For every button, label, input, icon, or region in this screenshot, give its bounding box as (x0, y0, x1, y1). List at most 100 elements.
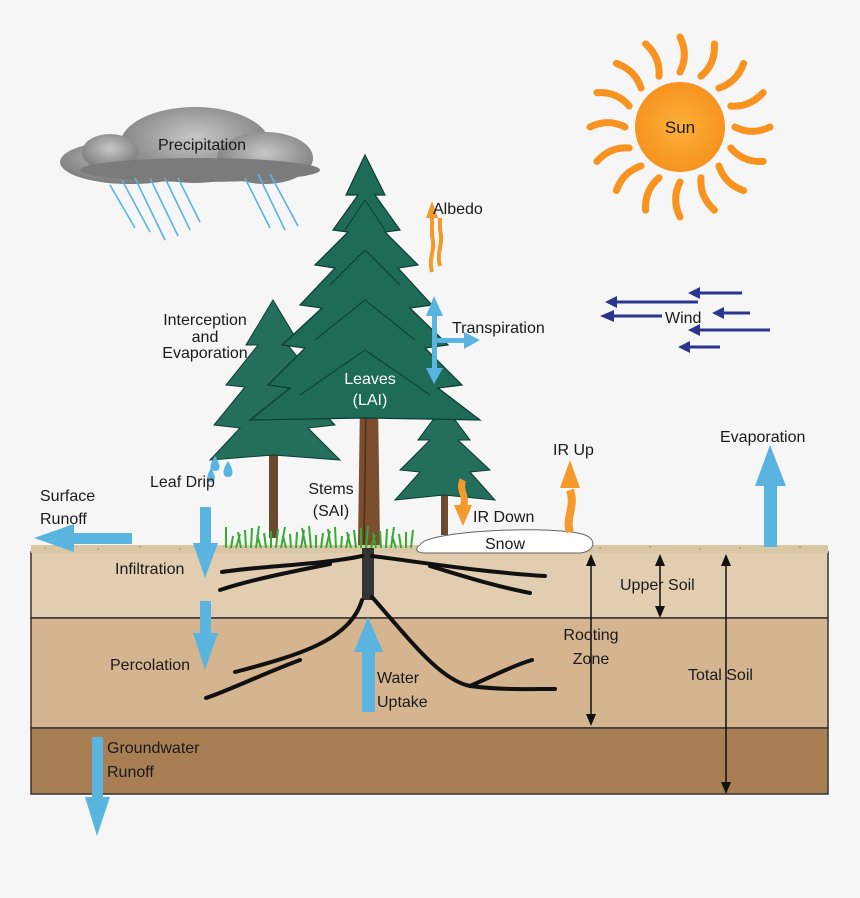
groundwater-runoff-label-line1: Groundwater (107, 740, 200, 757)
grass-blade (410, 529, 414, 549)
transpiration-label: Transpiration (452, 320, 545, 337)
interception-label-line2: and (192, 329, 219, 346)
grass-blade (235, 533, 241, 549)
snow-pack: Snow (416, 529, 594, 554)
stems-label-line1: Stems (308, 481, 353, 498)
snow-label: Snow (485, 536, 525, 553)
roots (204, 548, 557, 700)
total-soil-label: Total Soil (688, 667, 753, 684)
sun-ray (593, 89, 633, 110)
percolation-label: Percolation (110, 657, 190, 674)
grass-blade (256, 534, 262, 549)
surface-runoff-arrow (34, 524, 132, 552)
percolation-arrow (193, 601, 218, 670)
infiltration-arrow (193, 507, 218, 578)
grass-blade (340, 535, 343, 549)
grass-blade (295, 531, 298, 549)
grass-blade (370, 534, 376, 549)
leaves-label-line1: Leaves (344, 371, 396, 388)
ground-speckles (44, 546, 801, 550)
evaporation-label: Evaporation (720, 429, 805, 446)
infiltration-label: Infiltration (115, 561, 184, 578)
grass-blade (391, 535, 397, 549)
tree-main (248, 153, 482, 546)
grass-blade (282, 535, 287, 549)
water-uptake-label-line1: Water (377, 670, 420, 687)
ir-up-arrow (560, 460, 580, 534)
sun-ray (593, 144, 633, 165)
wind-arrows (600, 287, 770, 353)
ir-up-label: IR Up (553, 442, 594, 459)
rooting-zone-dimension (586, 554, 596, 726)
grass-blade (275, 528, 279, 549)
water-arrows (34, 296, 786, 836)
sun: Sun (586, 33, 774, 221)
sun-label: Sun (665, 118, 695, 137)
sun-ray (697, 40, 718, 80)
labels: Albedo Transpiration Interception and Ev… (40, 201, 805, 781)
grass-blade (379, 530, 382, 549)
wind-label: Wind (665, 310, 701, 327)
evaporation-arrow (755, 445, 786, 547)
transpiration-arrows (426, 296, 480, 384)
grass-blade (230, 535, 234, 549)
upper-soil-dimension (655, 554, 665, 618)
sun-ray (731, 123, 774, 135)
trees (208, 153, 497, 546)
surface-runoff-label-line2: Runoff (40, 511, 87, 528)
grass-blade (398, 533, 402, 549)
deep-soil-layer (30, 727, 829, 795)
grass-blade (385, 528, 388, 549)
groundwater-runoff-label-line2: Runoff (107, 764, 154, 781)
sun-ray (586, 119, 629, 131)
sun-rays (586, 33, 774, 221)
total-soil-dimension (721, 554, 731, 794)
grass-blade (346, 531, 352, 549)
grass (225, 525, 414, 549)
grass-blade (353, 529, 357, 549)
sun-ray (612, 59, 645, 92)
grass-blade (289, 533, 292, 549)
water-uptake-label-line2: Uptake (377, 694, 428, 711)
taproot (362, 548, 374, 600)
grass-blade (301, 527, 307, 549)
rain-streaks (109, 173, 299, 241)
sun-ray (715, 162, 748, 195)
grass-blade (325, 530, 331, 549)
sun-ray (672, 178, 684, 221)
rain-cloud (60, 107, 320, 184)
ir-down-label: IR Down (473, 509, 534, 526)
dimension-arrows (586, 554, 731, 794)
albedo-arrow (426, 201, 444, 273)
interception-label-line1: Interception (163, 312, 247, 329)
tree-small-right (393, 404, 497, 535)
sun-ray (727, 89, 767, 110)
grass-blade (300, 529, 305, 549)
middle-soil-layer (30, 617, 829, 729)
grass-blade (372, 532, 377, 549)
precipitation-label: Precipitation (158, 137, 246, 154)
grass-blade (237, 531, 242, 549)
sun-ray (676, 33, 688, 76)
grass-blade (320, 532, 324, 549)
energy-arrows (426, 201, 580, 534)
grass-blade (365, 525, 369, 549)
sun-ray (642, 40, 663, 80)
grass-blade (263, 532, 267, 549)
grass-blade (327, 528, 332, 549)
groundwater-runoff-arrow (85, 737, 110, 836)
grass-blade (308, 525, 312, 549)
upper-soil-label: Upper Soil (620, 577, 695, 594)
rooting-zone-label-line1: Rooting (563, 627, 618, 644)
interception-label-line3: Evaporation (162, 345, 247, 362)
grass-blade (250, 527, 253, 549)
ir-down-arrow (454, 478, 472, 526)
grass-blade (244, 529, 247, 549)
sun-ray (727, 144, 767, 165)
leaf-drip-label: Leaf Drip (150, 474, 215, 491)
sun-ray (612, 162, 645, 195)
sun-ray (715, 59, 748, 92)
sun-disc (635, 82, 725, 172)
